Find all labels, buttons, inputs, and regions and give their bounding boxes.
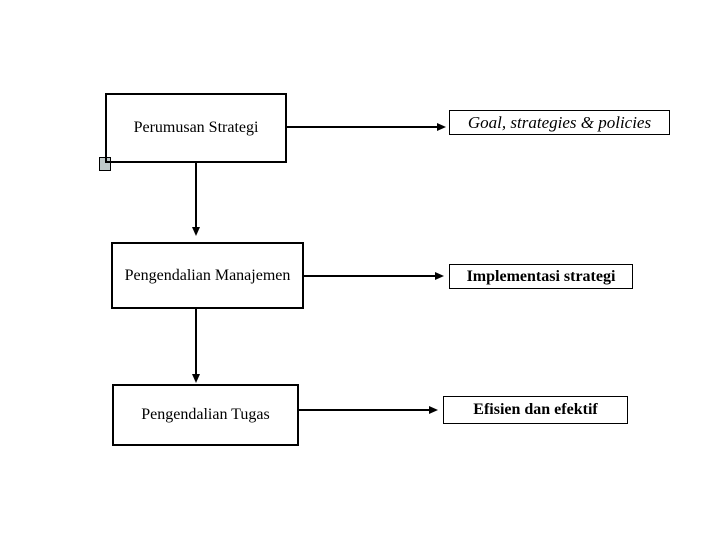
- connector-perumusan-to-manajemen: [195, 163, 197, 227]
- connector-tugas-to-efisien: [299, 409, 429, 411]
- arrow-down-icon: [192, 374, 200, 383]
- node-label: Pengendalian Manajemen: [124, 266, 291, 284]
- outcome-goal-strategies-policies[interactable]: Goal, strategies & policies: [449, 110, 670, 135]
- outcome-label: Efisien dan efektif: [473, 401, 598, 418]
- node-perumusan-strategi[interactable]: Perumusan Strategi: [105, 93, 287, 163]
- connector-manajemen-to-implementasi: [304, 275, 435, 277]
- outcome-label: Goal, strategies & policies: [467, 112, 652, 132]
- connector-perumusan-to-goal: [287, 126, 437, 128]
- node-pengendalian-tugas[interactable]: Pengendalian Tugas: [112, 384, 299, 446]
- outcome-label: Implementasi strategi: [466, 267, 616, 285]
- node-label: Perumusan Strategi: [133, 119, 259, 136]
- arrow-right-icon: [429, 406, 438, 414]
- node-pengendalian-manajemen[interactable]: Pengendalian Manajemen: [111, 242, 304, 309]
- outcome-implementasi-strategi[interactable]: Implementasi strategi: [449, 264, 633, 289]
- arrow-right-icon: [437, 123, 446, 131]
- arrow-down-icon: [192, 227, 200, 236]
- arrow-right-icon: [435, 272, 444, 280]
- node-label: Pengendalian Tugas: [141, 406, 270, 423]
- outcome-efisien-dan-efektif[interactable]: Efisien dan efektif: [443, 396, 628, 424]
- connector-manajemen-to-tugas: [195, 309, 197, 374]
